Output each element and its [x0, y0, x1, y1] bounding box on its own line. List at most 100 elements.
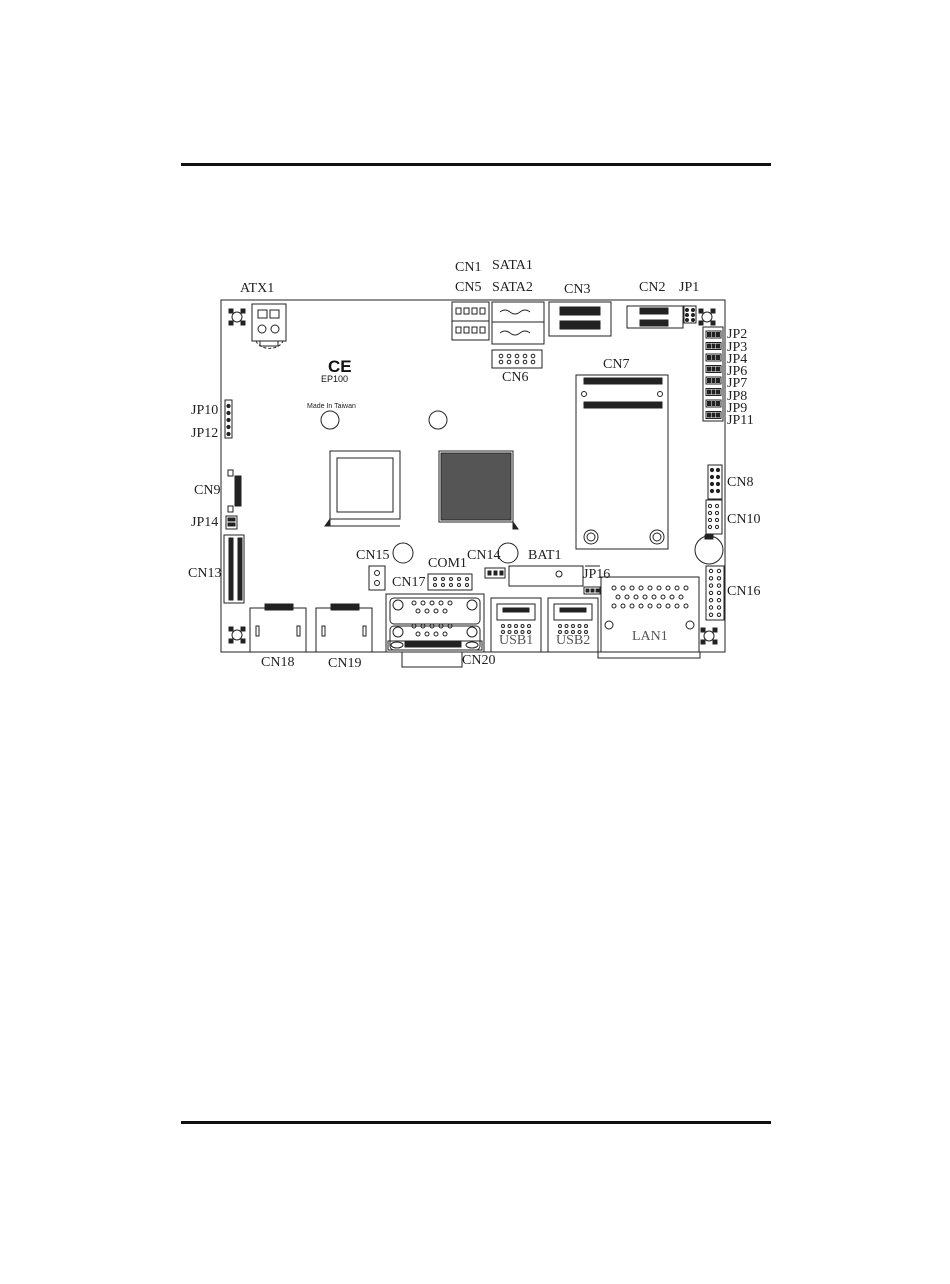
label-jp10: JP10 — [191, 403, 218, 418]
lan-pin — [639, 604, 643, 608]
jumper-pin — [717, 333, 720, 337]
label-atx1: ATX1 — [240, 281, 274, 296]
db9-pin — [425, 609, 429, 613]
usb-pin — [528, 625, 531, 628]
jumper-pin — [717, 379, 720, 383]
jumper-pin — [708, 344, 711, 348]
jumper-pin — [717, 390, 720, 394]
jumper-pin — [717, 344, 720, 348]
header-pin — [709, 569, 712, 572]
atx1-connector — [252, 304, 286, 348]
db9-pin — [448, 601, 452, 605]
lan-pin — [616, 595, 620, 599]
header-pin — [717, 606, 720, 609]
label-usb1: USB1 — [499, 633, 533, 648]
lan-pin — [684, 586, 688, 590]
label-cn13: CN13 — [188, 566, 221, 581]
jumper-pin — [717, 402, 720, 406]
db9-pin — [416, 609, 420, 613]
label-jp14: JP14 — [191, 515, 218, 530]
label-jp11: JP11 — [727, 413, 754, 428]
label-jp12: JP12 — [191, 426, 218, 441]
header-pin — [709, 584, 712, 587]
label-cn5: CN5 — [455, 280, 481, 295]
model-marking: EP100 — [321, 374, 348, 384]
jumper-pin — [708, 402, 711, 406]
mounting-hole-bottom-right — [701, 628, 717, 644]
header-pin — [709, 577, 712, 580]
lan-pin — [666, 604, 670, 608]
cn6-connector — [492, 350, 542, 368]
jp1-jumper — [684, 306, 696, 323]
label-cn2: CN2 — [639, 280, 665, 295]
label-cn10: CN10 — [727, 512, 760, 527]
db9-pin — [421, 601, 425, 605]
lan-pin — [612, 586, 616, 590]
cn1-cn5-connector — [452, 302, 489, 340]
label-com1: COM1 — [428, 556, 467, 571]
cn3-connector — [549, 302, 611, 336]
lan-pin — [648, 586, 652, 590]
bat1-battery — [695, 535, 723, 564]
label-cn16: CN16 — [727, 584, 760, 599]
label-cn7: CN7 — [603, 357, 629, 372]
header-pin — [717, 569, 720, 572]
label-cn6: CN6 — [502, 370, 528, 385]
cn13-connector — [224, 535, 244, 603]
lan-pin — [661, 595, 665, 599]
label-jp1: JP1 — [679, 280, 699, 295]
jumper-bank-jp2-jp11 — [703, 327, 723, 421]
lan-pin — [666, 586, 670, 590]
db9-pin — [434, 609, 438, 613]
standoff-pad — [393, 543, 413, 563]
usb-pin — [559, 625, 562, 628]
usb-pin — [572, 625, 575, 628]
db9-pin — [430, 601, 434, 605]
chipset — [439, 451, 518, 529]
label-cn8: CN8 — [727, 475, 753, 490]
lan-pin — [657, 604, 661, 608]
lan-pin — [612, 604, 616, 608]
label-cn14: CN14 — [467, 548, 500, 563]
cn14-header — [485, 568, 505, 578]
header-pin — [717, 584, 720, 587]
usb-pin — [515, 625, 518, 628]
jumper-pin — [712, 413, 715, 417]
jp14-jumper — [226, 516, 237, 529]
jumper-pin — [717, 413, 720, 417]
sata-connectors — [492, 302, 544, 344]
usb-pin — [508, 625, 511, 628]
lan-pin — [634, 595, 638, 599]
jumper-pin — [717, 356, 720, 360]
lan1-port — [598, 577, 700, 658]
lan-pin — [679, 595, 683, 599]
cn8-connector — [708, 465, 722, 499]
header-pin — [717, 613, 720, 616]
lan-pin — [675, 586, 679, 590]
db9-pin — [439, 601, 443, 605]
header-pin — [717, 591, 720, 594]
label-cn17: CN17 — [392, 575, 425, 590]
db9-pin — [416, 632, 420, 636]
lan-pin — [675, 604, 679, 608]
db9-pin — [434, 632, 438, 636]
lan-pin — [639, 586, 643, 590]
db9-pin — [443, 632, 447, 636]
jumper-pin — [712, 356, 715, 360]
label-cn9: CN9 — [194, 483, 220, 498]
jumper-pin — [712, 333, 715, 337]
jumper-pin — [708, 356, 711, 360]
label-cn19: CN19 — [328, 656, 361, 671]
label-lan1: LAN1 — [632, 629, 668, 644]
jumper-pin — [712, 379, 715, 383]
db9-pin — [425, 632, 429, 636]
standoff-pad — [498, 543, 518, 563]
lan-pin — [630, 586, 634, 590]
lan-pin — [621, 586, 625, 590]
jumper-pin — [708, 333, 711, 337]
cn19-connector — [316, 604, 372, 652]
usb-pin — [585, 625, 588, 628]
jumper-pin — [708, 390, 711, 394]
usb-pin — [565, 625, 568, 628]
